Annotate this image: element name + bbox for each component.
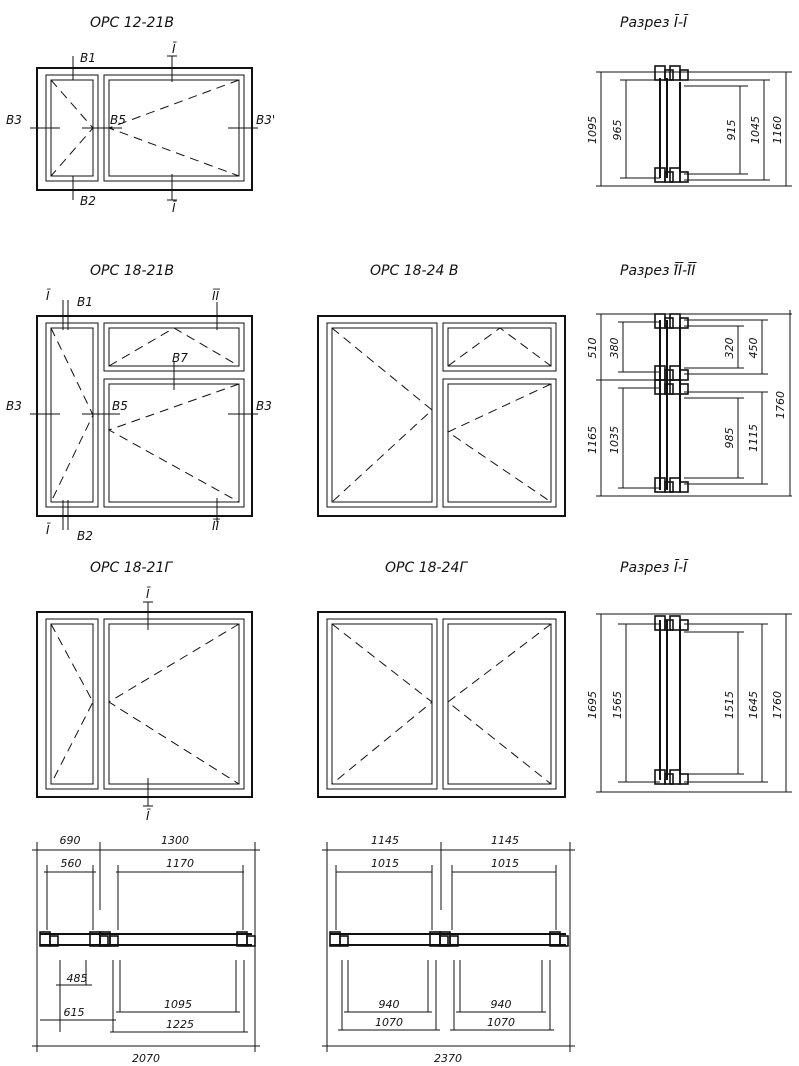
p2-dim-2370: 2370: [434, 1052, 462, 1065]
s3-dim-1515: 1515: [723, 691, 736, 719]
w2-label-b2: В2: [77, 529, 93, 543]
w1-label-b5: В5: [110, 113, 126, 127]
s1-dim-1045: 1045: [749, 116, 762, 144]
title-s1: Разрез Ī-Ī: [620, 14, 689, 31]
w1-label-b1: В1: [80, 51, 96, 65]
title-w2: ОРС 18-21В: [90, 263, 174, 279]
s2-dim-510: 510: [586, 338, 599, 359]
s3-dim-1645: 1645: [747, 691, 760, 719]
w4-label-i-bot: Ī: [146, 809, 151, 823]
s2-dim-1165: 1165: [586, 426, 599, 454]
window-w4: Ī Ī: [36, 587, 253, 823]
w2-label-b7: В7: [172, 351, 188, 365]
s3-dim-1760: 1760: [771, 691, 784, 719]
s3-dim-1695: 1695: [586, 691, 599, 719]
w2-label-b1: В1: [77, 295, 93, 309]
window-w1: В1 Ī В3 В5 В3' В2 Ī: [6, 42, 275, 215]
title-w5: ОРС 18-24Г: [385, 560, 468, 576]
w2-label-b3-left: В3: [6, 399, 22, 413]
w2-label-i-top: Ī: [46, 289, 51, 303]
s2-dim-450: 450: [747, 338, 760, 359]
p1-dim-1170: 1170: [166, 857, 194, 870]
window-w5: [317, 611, 566, 798]
title-s2: Разрез Ī̄Ī-Ī̄Ī: [620, 262, 697, 279]
w1-label-b3-left: В3: [6, 113, 22, 127]
w1-label-i-bot: Ī: [172, 201, 177, 215]
p2-dim-1070-right: 1070: [487, 1016, 515, 1029]
w2-label-i-bot: Ī: [46, 523, 51, 537]
p2-dim-940-right: 940: [491, 998, 512, 1011]
section-s2: 510 380 320 450 1165 1035 985 1115 1760: [586, 310, 792, 497]
title-s3: Разрез Ī-Ī: [620, 559, 689, 576]
plan-p1: 690 1300 560 1170 485 1095 615 1225 2070: [32, 834, 260, 1065]
window-w2: Ī В1 ĪĪ В7 В3 В5 В3 Ī В2 ĪĪ: [6, 289, 272, 543]
s2-dim-1115: 1115: [747, 424, 760, 452]
s1-dim-1160: 1160: [771, 116, 784, 144]
window-w3: [317, 315, 566, 517]
p1-dim-2070: 2070: [132, 1052, 160, 1065]
s1-dim-915: 915: [725, 120, 738, 141]
p1-dim-615: 615: [64, 1006, 85, 1019]
p2-dim-1070-left: 1070: [375, 1016, 403, 1029]
p2-dim-1145-right: 1145: [491, 834, 519, 847]
title-w3: ОРС 18-24 В: [370, 263, 458, 279]
w4-label-i-top: Ī: [146, 587, 151, 601]
p2-dim-940-left: 940: [379, 998, 400, 1011]
w2-label-b5: В5: [112, 399, 128, 413]
p1-dim-1095: 1095: [164, 998, 192, 1011]
p2-dim-1015-left: 1015: [371, 857, 399, 870]
title-w4: ОРС 18-21Г: [90, 560, 173, 576]
p1-dim-485: 485: [67, 972, 88, 985]
w2-label-ii-bot: ĪĪ: [212, 519, 221, 533]
w1-label-b2: В2: [80, 194, 96, 208]
s3-dim-1565: 1565: [611, 691, 624, 719]
s1-dim-965: 965: [611, 120, 624, 141]
p2-dim-1145-left: 1145: [371, 834, 399, 847]
s2-dim-380: 380: [608, 338, 621, 359]
section-s1: 1095 965 915 1045 1160: [586, 65, 792, 187]
plan-p2: 1145 1145 1015 1015 940 940 1070 1070 23…: [322, 834, 575, 1065]
section-s3: 1695 1565 1515 1645 1760: [586, 613, 792, 793]
p1-dim-560: 560: [61, 857, 82, 870]
s2-dim-1035: 1035: [608, 426, 621, 454]
s2-dim-320: 320: [723, 338, 736, 359]
p1-dim-1225: 1225: [166, 1018, 194, 1031]
p2-dim-1015-right: 1015: [491, 857, 519, 870]
p1-dim-1300: 1300: [161, 834, 189, 847]
s1-dim-1095: 1095: [586, 116, 599, 144]
s2-dim-1760: 1760: [774, 391, 787, 419]
p1-dim-690: 690: [60, 834, 81, 847]
w1-label-b3-right: В3': [256, 113, 275, 127]
w2-label-b3-right: В3: [256, 399, 272, 413]
w1-label-i-top: Ī: [172, 42, 177, 56]
s2-dim-985: 985: [723, 428, 736, 449]
title-w1: ОРС 12-21В: [90, 15, 174, 31]
w2-label-ii-top: ĪĪ: [212, 289, 221, 303]
